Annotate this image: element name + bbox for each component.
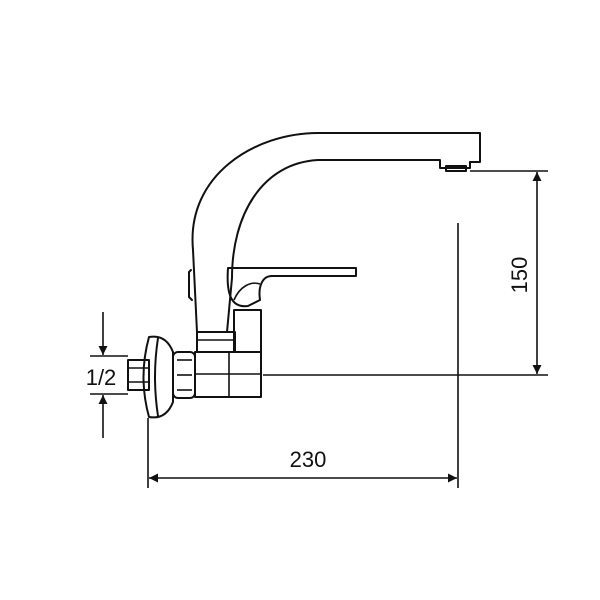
thread-dimension: 1/2 bbox=[86, 312, 128, 438]
height-dimension-label: 150 bbox=[507, 257, 532, 294]
cartridge-column bbox=[233, 309, 262, 353]
valve-body bbox=[194, 351, 262, 398]
height-dimension: 150 bbox=[263, 170, 548, 376]
width-dimension: 230 bbox=[147, 223, 459, 488]
wall-flange bbox=[142, 335, 174, 419]
lever-handle bbox=[226, 267, 357, 308]
inlet-thread bbox=[127, 359, 150, 391]
swivel-base bbox=[196, 331, 236, 353]
spout bbox=[188, 132, 481, 333]
width-dimension-label: 230 bbox=[290, 447, 327, 472]
thread-dimension-label: 1/2 bbox=[86, 365, 117, 390]
hex-nut bbox=[172, 351, 196, 399]
